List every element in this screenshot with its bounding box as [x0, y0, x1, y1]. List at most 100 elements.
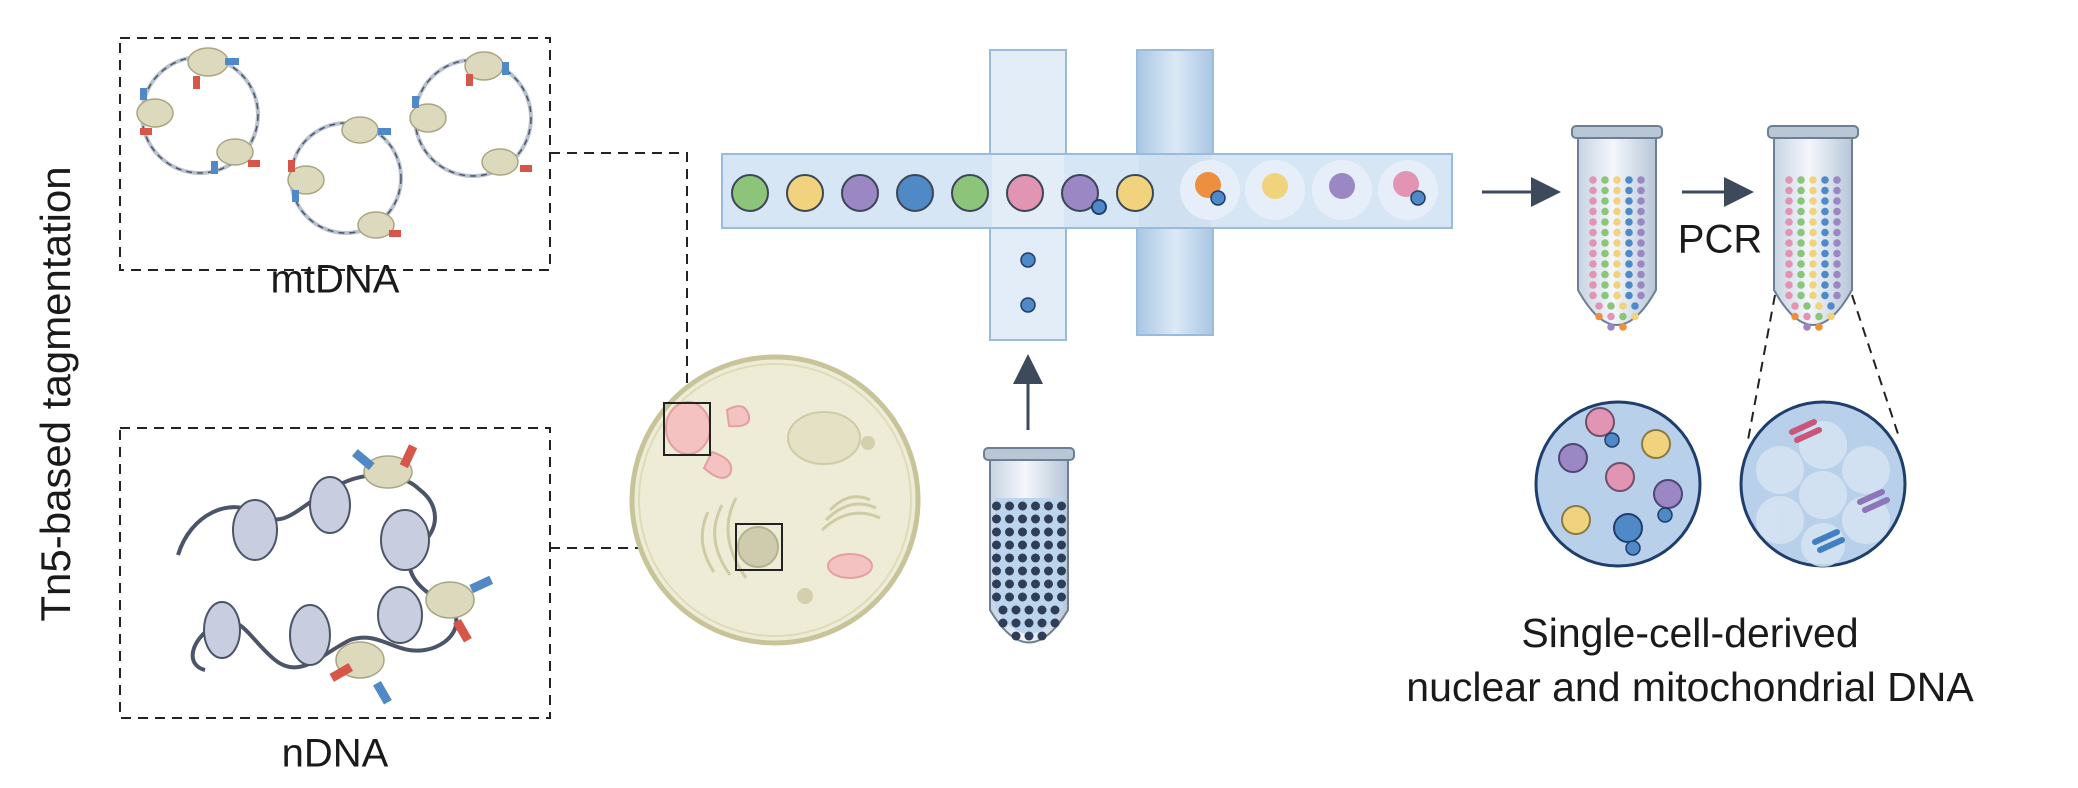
pcr-tube [1767, 125, 1859, 331]
tube-droplet [1785, 197, 1793, 205]
tube-droplet [1803, 323, 1811, 331]
tube-droplet [1625, 281, 1633, 289]
bead-dot [992, 527, 1001, 537]
tube-droplet [1785, 186, 1793, 195]
tube-droplet [1589, 207, 1597, 216]
bead-dot [1050, 605, 1060, 615]
tube-droplet [1815, 323, 1823, 331]
tube-droplet [1631, 302, 1639, 310]
tube-droplet [1821, 239, 1829, 247]
droplet-2 [786, 174, 824, 212]
tube-droplet [1833, 260, 1841, 268]
tube-droplet [1821, 207, 1829, 216]
bead-dot [1005, 514, 1014, 524]
tube-droplet [1785, 207, 1793, 216]
tube-droplet [1809, 197, 1817, 205]
bead-dot [1031, 566, 1040, 576]
tube-droplet [1625, 270, 1633, 279]
tube-droplet [1833, 291, 1841, 300]
output-caption: Single-cell-derived nuclear and mitochon… [1406, 606, 1973, 714]
tube-droplet [1809, 218, 1817, 226]
tube-droplet [1619, 302, 1627, 310]
tube-droplet [1637, 270, 1645, 279]
tube-droplet [1637, 249, 1645, 258]
tube-droplet [1821, 281, 1829, 289]
tube-droplet [1809, 176, 1817, 184]
tube-droplet [1589, 228, 1597, 237]
tube-droplet [1625, 228, 1633, 237]
tube-droplet [1785, 291, 1793, 300]
tube-droplet [1589, 218, 1597, 226]
tube-droplet [1833, 270, 1841, 279]
tube-droplet [1785, 260, 1793, 268]
tube-droplet [1821, 249, 1829, 258]
bead-dot [1018, 514, 1027, 524]
bead-dot [1044, 566, 1053, 576]
tube-droplet [1589, 239, 1597, 247]
tube-droplet [1785, 249, 1793, 258]
tube-droplet [1625, 207, 1633, 216]
tube-droplet [1809, 207, 1817, 216]
tube-droplet [1803, 302, 1811, 310]
tube-droplet [1797, 207, 1805, 216]
tube-droplet [1589, 186, 1597, 195]
bead-dot [1031, 527, 1040, 537]
tube-droplet [1625, 291, 1633, 300]
bead-dot [1044, 501, 1053, 511]
bead-dot [1005, 501, 1014, 511]
tube-droplet [1595, 302, 1603, 310]
tube-droplet [1637, 239, 1645, 247]
tube-droplet [1785, 176, 1793, 184]
microfluidic-chip [721, 49, 1453, 341]
tube-droplet [1815, 302, 1823, 310]
tube-droplet [1625, 249, 1633, 258]
bead-dot [1018, 527, 1027, 537]
tube-droplet [1833, 228, 1841, 237]
tube-droplet [1797, 249, 1805, 258]
tube-droplet [1821, 270, 1829, 279]
tube-droplet [1833, 176, 1841, 184]
bead-dot [1005, 540, 1014, 550]
tube-droplet [1613, 281, 1621, 289]
bead-dot [992, 514, 1001, 524]
tube-droplet [1589, 291, 1597, 300]
droplet-row [731, 174, 1154, 215]
tube-droplet [1613, 176, 1621, 184]
tube-droplet [1625, 186, 1633, 195]
bead-dot [1044, 527, 1053, 537]
tube-droplet [1637, 281, 1645, 289]
tube-droplet [1613, 218, 1621, 226]
tube-droplet [1601, 228, 1609, 237]
bead-dot [1044, 514, 1053, 524]
tube-droplet [1619, 312, 1627, 321]
tube-droplet [1637, 186, 1645, 195]
tube-droplet [1613, 197, 1621, 205]
tube-droplet [1821, 228, 1829, 237]
tube-droplet [1589, 197, 1597, 205]
droplet-1 [731, 174, 769, 212]
tube-droplet [1601, 176, 1609, 184]
mito-highlight-box [663, 402, 711, 456]
tube-droplet [1625, 239, 1633, 247]
tube1-droplets [1589, 176, 1645, 331]
tube-droplet [1601, 291, 1609, 300]
tube-droplet [1607, 323, 1615, 331]
tube-droplet [1625, 260, 1633, 268]
tube-droplet [1601, 260, 1609, 268]
tube-droplet [1785, 239, 1793, 247]
tube-droplet [1601, 197, 1609, 205]
bead-dot [1057, 514, 1066, 524]
droplet-bead [1091, 199, 1107, 215]
tube-droplet [1589, 281, 1597, 289]
tube-droplet [1637, 260, 1645, 268]
ndna-panel [119, 427, 551, 719]
tube-droplet [1589, 260, 1597, 268]
tube-droplet [1601, 218, 1609, 226]
bead-dot [1018, 566, 1027, 576]
bead-dot [1005, 579, 1014, 589]
tube-droplet [1607, 312, 1615, 321]
output-caption-line1: Single-cell-derived [1521, 610, 1859, 656]
tube-droplet [1637, 197, 1645, 205]
bead-dot [1057, 566, 1066, 576]
tube-droplet [1785, 228, 1793, 237]
